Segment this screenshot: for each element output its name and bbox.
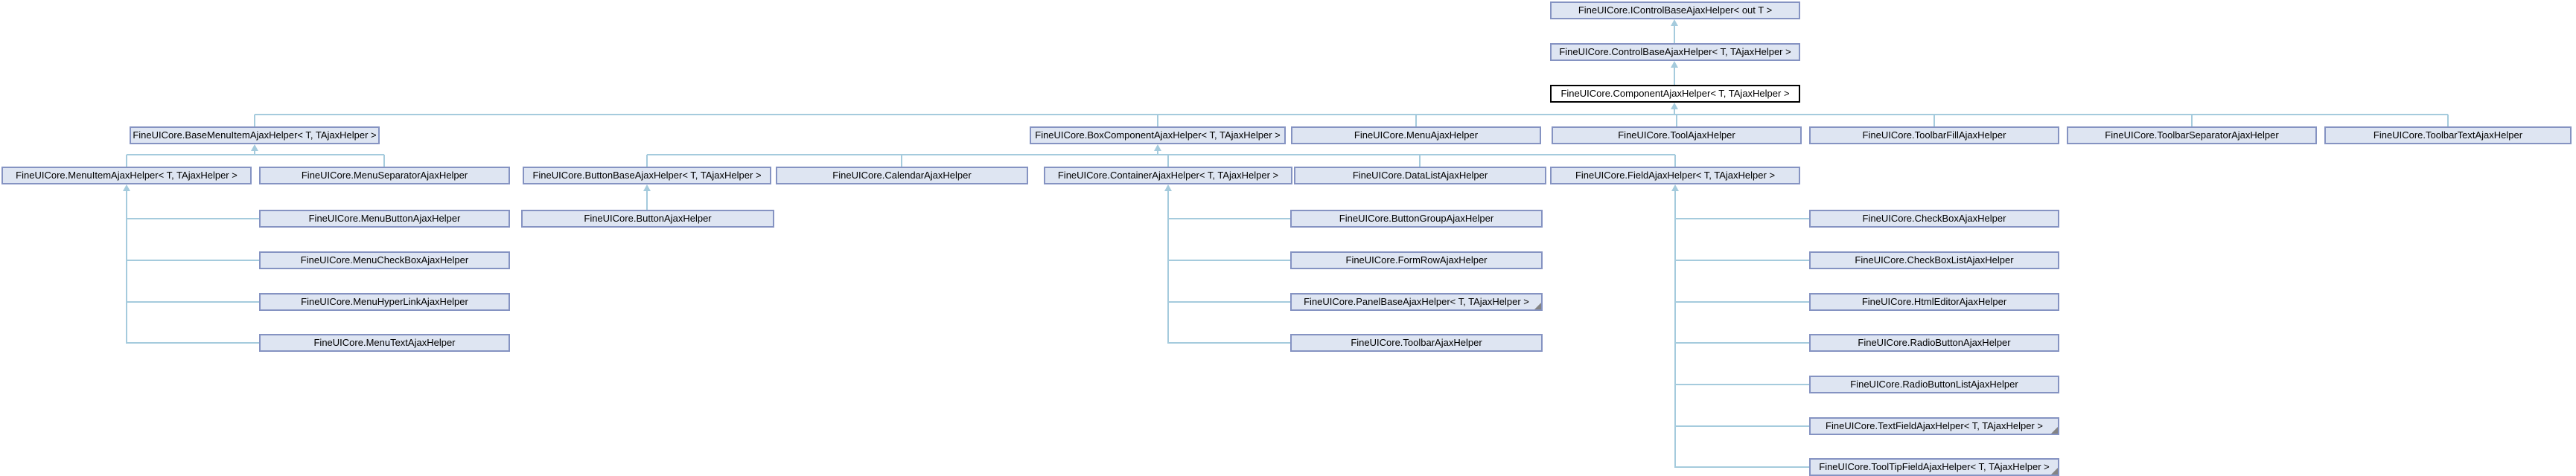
class-node-text-field[interactable]: FineUICore.TextFieldAjaxHelper< T, TAjax… — [1809, 417, 2059, 435]
class-node-menu-text[interactable]: FineUICore.MenuTextAjaxHelper — [259, 334, 510, 352]
inheritance-edge-segment — [1674, 155, 1676, 167]
truncated-subtree-corner-icon — [1534, 303, 1541, 309]
class-node-field[interactable]: FineUICore.FieldAjaxHelper< T, TAjaxHelp… — [1550, 167, 1800, 184]
class-node-calendar[interactable]: FineUICore.CalendarAjaxHelper — [776, 167, 1028, 184]
class-node-menu-hyper-link[interactable]: FineUICore.MenuHyperLinkAjaxHelper — [259, 293, 510, 311]
inheritance-edge-segment — [1675, 301, 1809, 303]
class-node-toolbar-text[interactable]: FineUICore.ToolbarTextAjaxHelper — [2324, 126, 2572, 144]
inheritance-edge-segment — [254, 150, 255, 155]
class-node-data-list[interactable]: FineUICore.DataListAjaxHelper — [1294, 167, 1546, 184]
inheritance-edge-segment — [1419, 155, 1421, 167]
class-node-menu-button[interactable]: FineUICore.MenuButtonAjaxHelper — [259, 210, 510, 228]
truncated-subtree-corner-icon — [2051, 468, 2058, 475]
inheritance-edge-segment — [1675, 384, 1809, 385]
inheritance-arrow-icon — [1671, 184, 1679, 191]
inheritance-edge-segment — [126, 190, 127, 344]
inheritance-edge-segment — [1674, 190, 1676, 468]
class-node-tool-tip-field[interactable]: FineUICore.ToolTipFieldAjaxHelper< T, TA… — [1809, 458, 2059, 476]
inheritance-edge-segment — [1676, 115, 1677, 126]
class-node-control-base[interactable]: FineUICore.ControlBaseAjaxHelper< T, TAj… — [1550, 43, 1800, 61]
class-node-container[interactable]: FineUICore.ContainerAjaxHelper< T, TAjax… — [1044, 167, 1292, 184]
inheritance-edge-segment — [127, 301, 259, 303]
inheritance-edge-segment — [126, 155, 127, 167]
class-node-menu-separator[interactable]: FineUICore.MenuSeparatorAjaxHelper — [259, 167, 510, 184]
inheritance-edge-segment — [127, 260, 259, 261]
inheritance-edge-segment — [254, 115, 255, 126]
inheritance-edge-segment — [255, 114, 2448, 115]
class-node-button-group[interactable]: FineUICore.ButtonGroupAjaxHelper — [1290, 210, 1543, 228]
inheritance-edge-segment — [1674, 109, 1675, 115]
inheritance-arrow-icon — [1671, 19, 1678, 26]
inheritance-arrow-icon — [123, 184, 130, 191]
inheritance-edge-segment — [1675, 466, 1809, 468]
inheritance-edge-segment — [2191, 115, 2193, 126]
inheritance-edge-segment — [1168, 301, 1290, 303]
inheritance-edge-segment — [1168, 342, 1290, 344]
inheritance-edge-segment — [1168, 218, 1290, 219]
inheritance-arrow-icon — [1164, 184, 1172, 191]
class-node-panel-base[interactable]: FineUICore.PanelBaseAjaxHelper< T, TAjax… — [1290, 293, 1543, 311]
inheritance-edge-segment — [1415, 115, 1417, 126]
inheritance-arrow-icon — [1671, 61, 1678, 68]
inheritance-edge-segment — [1674, 25, 1675, 43]
inheritance-edge-segment — [1674, 67, 1675, 85]
class-node-check-box[interactable]: FineUICore.CheckBoxAjaxHelper — [1809, 210, 2059, 228]
class-node-toolbar[interactable]: FineUICore.ToolbarAjaxHelper — [1290, 334, 1543, 352]
class-node-tool[interactable]: FineUICore.ToolAjaxHelper — [1552, 126, 1802, 144]
inheritance-arrow-icon — [643, 184, 651, 191]
class-node-box-component[interactable]: FineUICore.BoxComponentAjaxHelper< T, TA… — [1030, 126, 1286, 144]
inheritance-edge-segment — [1167, 190, 1169, 344]
inheritance-arrow-icon — [1671, 103, 1678, 109]
inheritance-edge-segment — [1675, 218, 1809, 219]
class-node-form-row[interactable]: FineUICore.FormRowAjaxHelper — [1290, 251, 1543, 269]
inheritance-edge-segment — [383, 155, 385, 167]
class-node-component: FineUICore.ComponentAjaxHelper< T, TAjax… — [1550, 85, 1800, 103]
class-node-html-editor[interactable]: FineUICore.HtmlEditorAjaxHelper — [1809, 293, 2059, 311]
class-node-menu-item[interactable]: FineUICore.MenuItemAjaxHelper< T, TAjaxH… — [1, 167, 252, 184]
class-node-i-control-base[interactable]: FineUICore.IControlBaseAjaxHelper< out T… — [1550, 1, 1800, 19]
inheritance-edge-segment — [127, 218, 259, 219]
inheritance-edge-segment — [1933, 115, 1935, 126]
truncated-subtree-corner-icon — [2051, 427, 2058, 434]
class-node-menu[interactable]: FineUICore.MenuAjaxHelper — [1291, 126, 1541, 144]
inheritance-edge-segment — [1157, 115, 1158, 126]
inheritance-edge-segment — [647, 154, 1675, 155]
class-node-radio-button-list[interactable]: FineUICore.RadioButtonListAjaxHelper — [1809, 376, 2059, 393]
class-node-menu-check-box[interactable]: FineUICore.MenuCheckBoxAjaxHelper — [259, 251, 510, 269]
inheritance-edge-segment — [1675, 342, 1809, 344]
class-node-toolbar-separator[interactable]: FineUICore.ToolbarSeparatorAjaxHelper — [2067, 126, 2317, 144]
class-node-button[interactable]: FineUICore.ButtonAjaxHelper — [521, 210, 774, 228]
class-node-button-base[interactable]: FineUICore.ButtonBaseAjaxHelper< T, TAja… — [523, 167, 771, 184]
inheritance-edge-segment — [646, 190, 648, 210]
inheritance-edge-segment — [1675, 425, 1809, 427]
inheritance-edge-segment — [127, 154, 384, 155]
inheritance-edge-segment — [127, 342, 259, 344]
class-node-toolbar-fill[interactable]: FineUICore.ToolbarFillAjaxHelper — [1809, 126, 2059, 144]
inheritance-edge-segment — [646, 155, 648, 167]
class-node-check-box-list[interactable]: FineUICore.CheckBoxListAjaxHelper — [1809, 251, 2059, 269]
inheritance-edge-segment — [1167, 155, 1169, 167]
inheritance-arrow-icon — [1154, 144, 1161, 151]
inheritance-edge-segment — [2447, 115, 2449, 126]
class-node-base-menu-item[interactable]: FineUICore.BaseMenuItemAjaxHelper< T, TA… — [130, 126, 380, 144]
inheritance-arrow-icon — [251, 144, 258, 151]
inheritance-edge-segment — [1675, 260, 1809, 261]
class-node-radio-button[interactable]: FineUICore.RadioButtonAjaxHelper — [1809, 334, 2059, 352]
inheritance-edge-segment — [1168, 260, 1290, 261]
inheritance-edge-segment — [901, 155, 902, 167]
inheritance-edge-segment — [1157, 150, 1158, 155]
